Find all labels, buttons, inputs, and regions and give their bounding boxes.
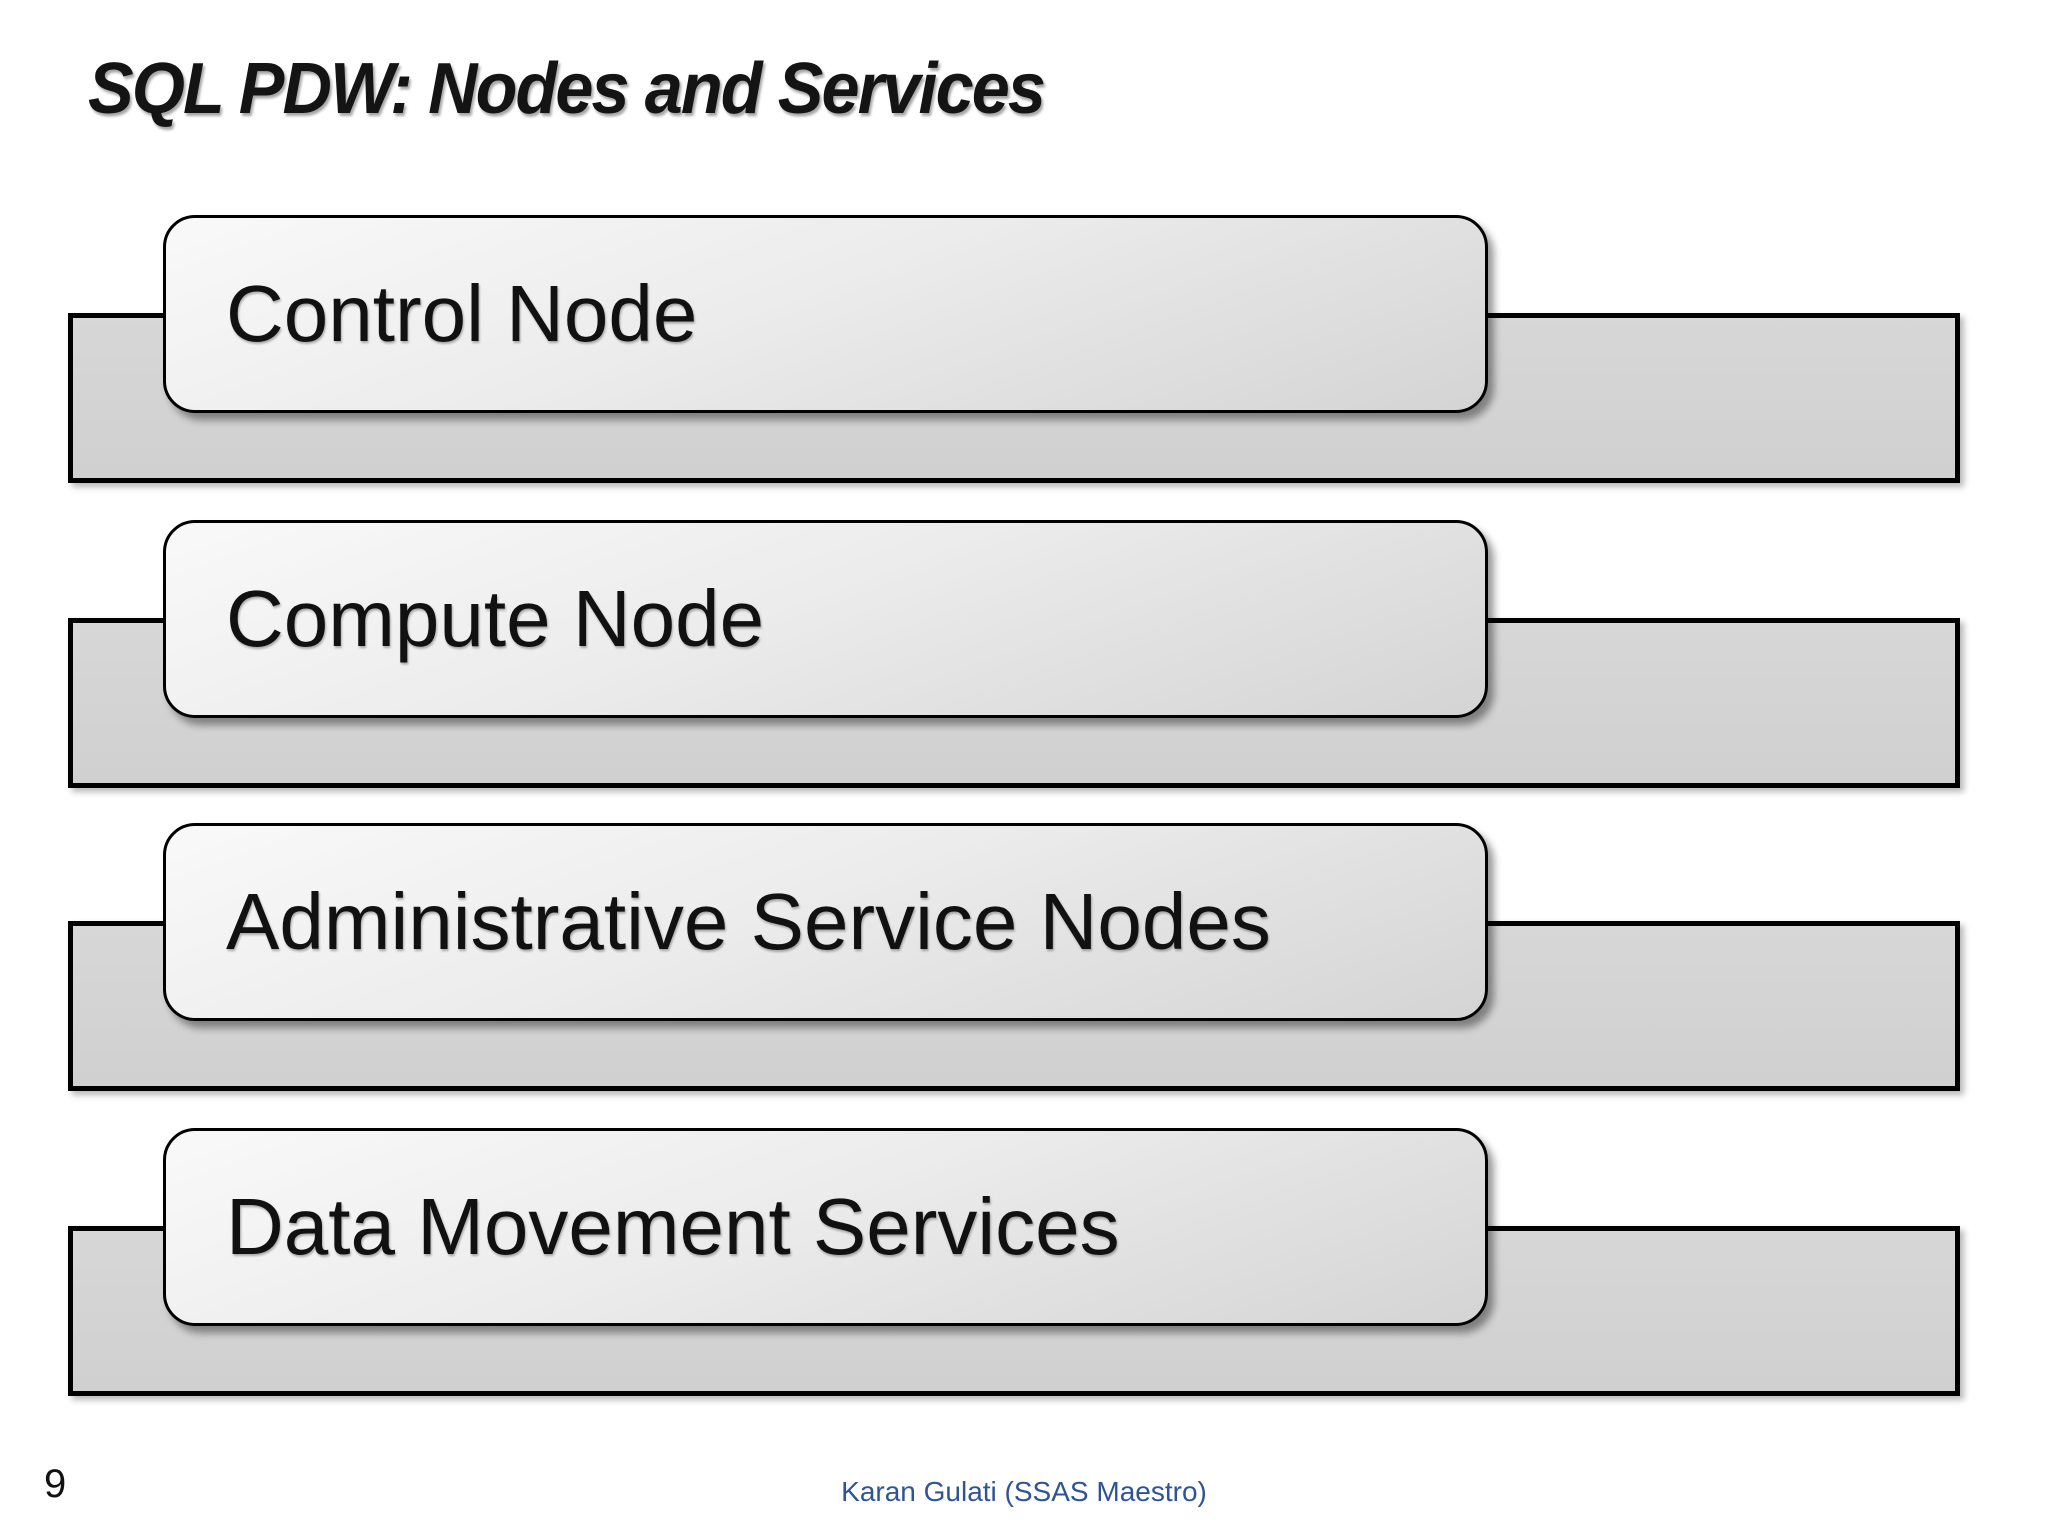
node-row-administrative: Administrative Service Nodes (0, 823, 2048, 1091)
node-label: Compute Node (226, 574, 765, 663)
node-row-data-movement: Data Movement Services (0, 1128, 2048, 1396)
node-label: Control Node (226, 269, 698, 358)
node-row-control: Control Node (0, 215, 2048, 483)
node-row-compute: Compute Node (0, 520, 2048, 788)
page-number: 9 (44, 1462, 67, 1506)
node-box-data-movement: Data Movement Services (163, 1128, 1488, 1326)
slide-title: SQL PDW: Nodes and Services (88, 49, 1046, 129)
footer-credit: Karan Gulati (SSAS Maestro) (841, 1476, 1207, 1507)
node-box-administrative: Administrative Service Nodes (163, 823, 1488, 1021)
node-box-control: Control Node (163, 215, 1488, 413)
node-label: Administrative Service Nodes (226, 877, 1271, 966)
node-box-compute: Compute Node (163, 520, 1488, 718)
node-label: Data Movement Services (226, 1182, 1120, 1271)
